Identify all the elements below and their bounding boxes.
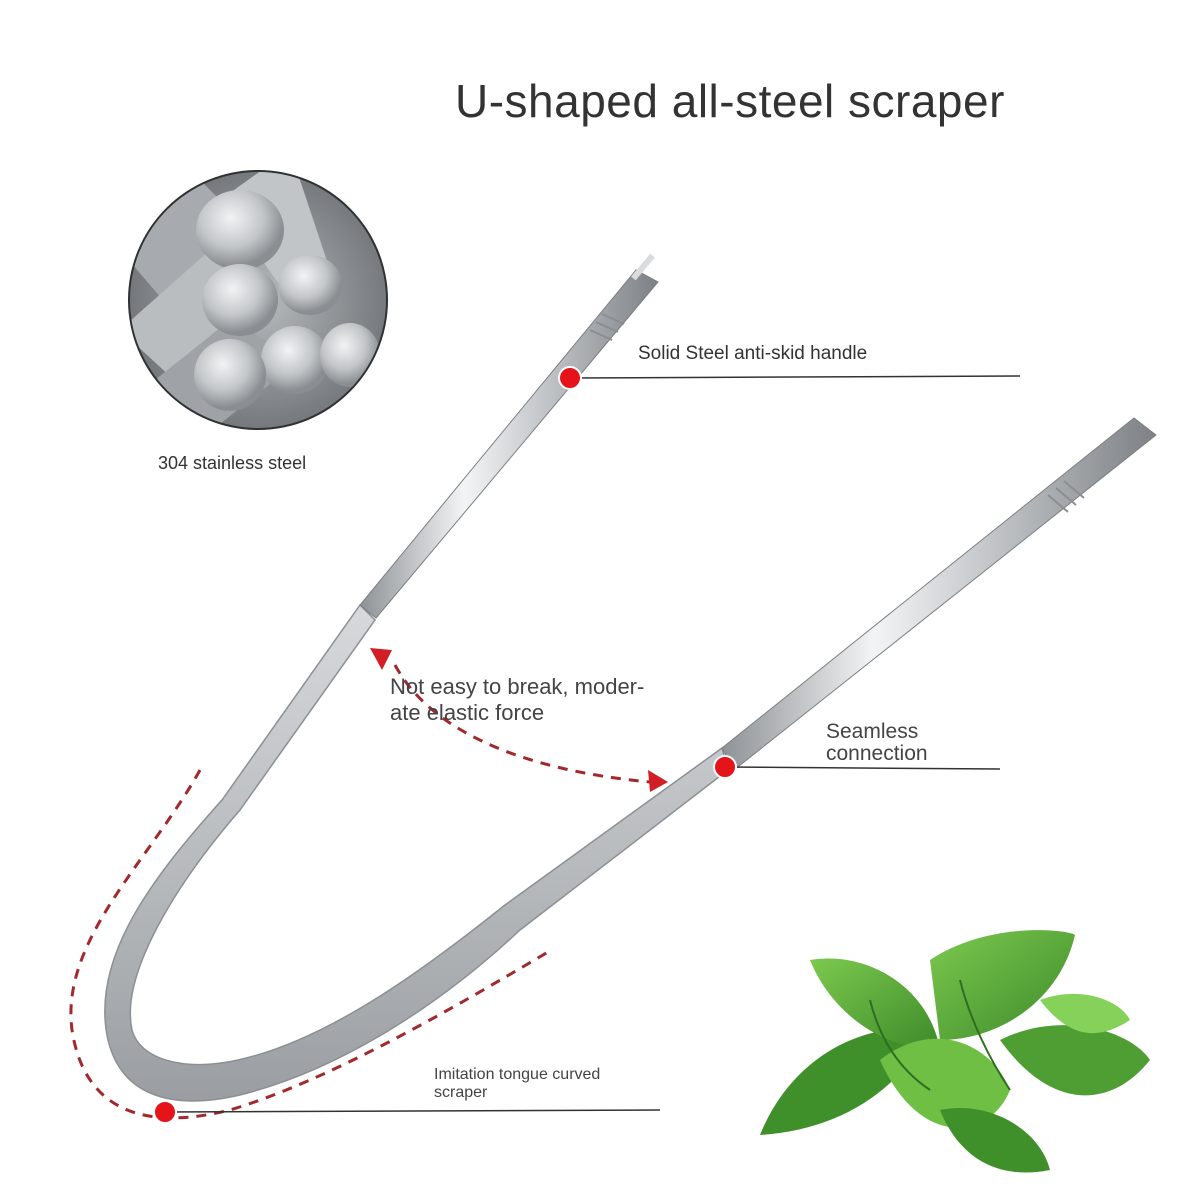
seamless-label-line1: Seamless	[826, 720, 919, 743]
elastic-label-line1: Not easy to break, moder-	[390, 674, 645, 699]
seamless-label-line2: connection	[826, 742, 928, 765]
scraper-label-line2: scraper	[434, 1084, 488, 1101]
handle-leader-line	[569, 375, 1021, 379]
scraper-marker	[153, 1100, 177, 1124]
right-handle	[721, 417, 1157, 771]
scraper-label-line1: Imitation tongue curved	[434, 1066, 601, 1083]
material-label: 304 stainless steel	[158, 453, 307, 473]
seamless-marker	[713, 755, 737, 779]
page-title: U-shaped all-steel scraper	[455, 75, 1005, 127]
elastic-arrow	[370, 648, 668, 792]
scraper-band	[104, 603, 729, 1102]
mint-leaves-image	[760, 930, 1150, 1173]
handle-marker	[558, 366, 582, 390]
curve-dashed-arc	[69, 769, 549, 1120]
seamless-leader-line	[724, 766, 1001, 770]
handle-label: Solid Steel anti-skid handle	[638, 343, 868, 364]
left-handle	[359, 253, 659, 619]
seamless-label: Seamless connection	[826, 721, 928, 765]
scraper-leader-line	[164, 1109, 661, 1113]
scraper-label: Imitation tongue curved scraper	[434, 1066, 600, 1102]
elastic-label: Not easy to break, moder- ate elastic fo…	[390, 674, 644, 726]
steel-rods-inset	[128, 170, 388, 430]
elastic-label-line2: ate elastic force	[390, 700, 545, 725]
